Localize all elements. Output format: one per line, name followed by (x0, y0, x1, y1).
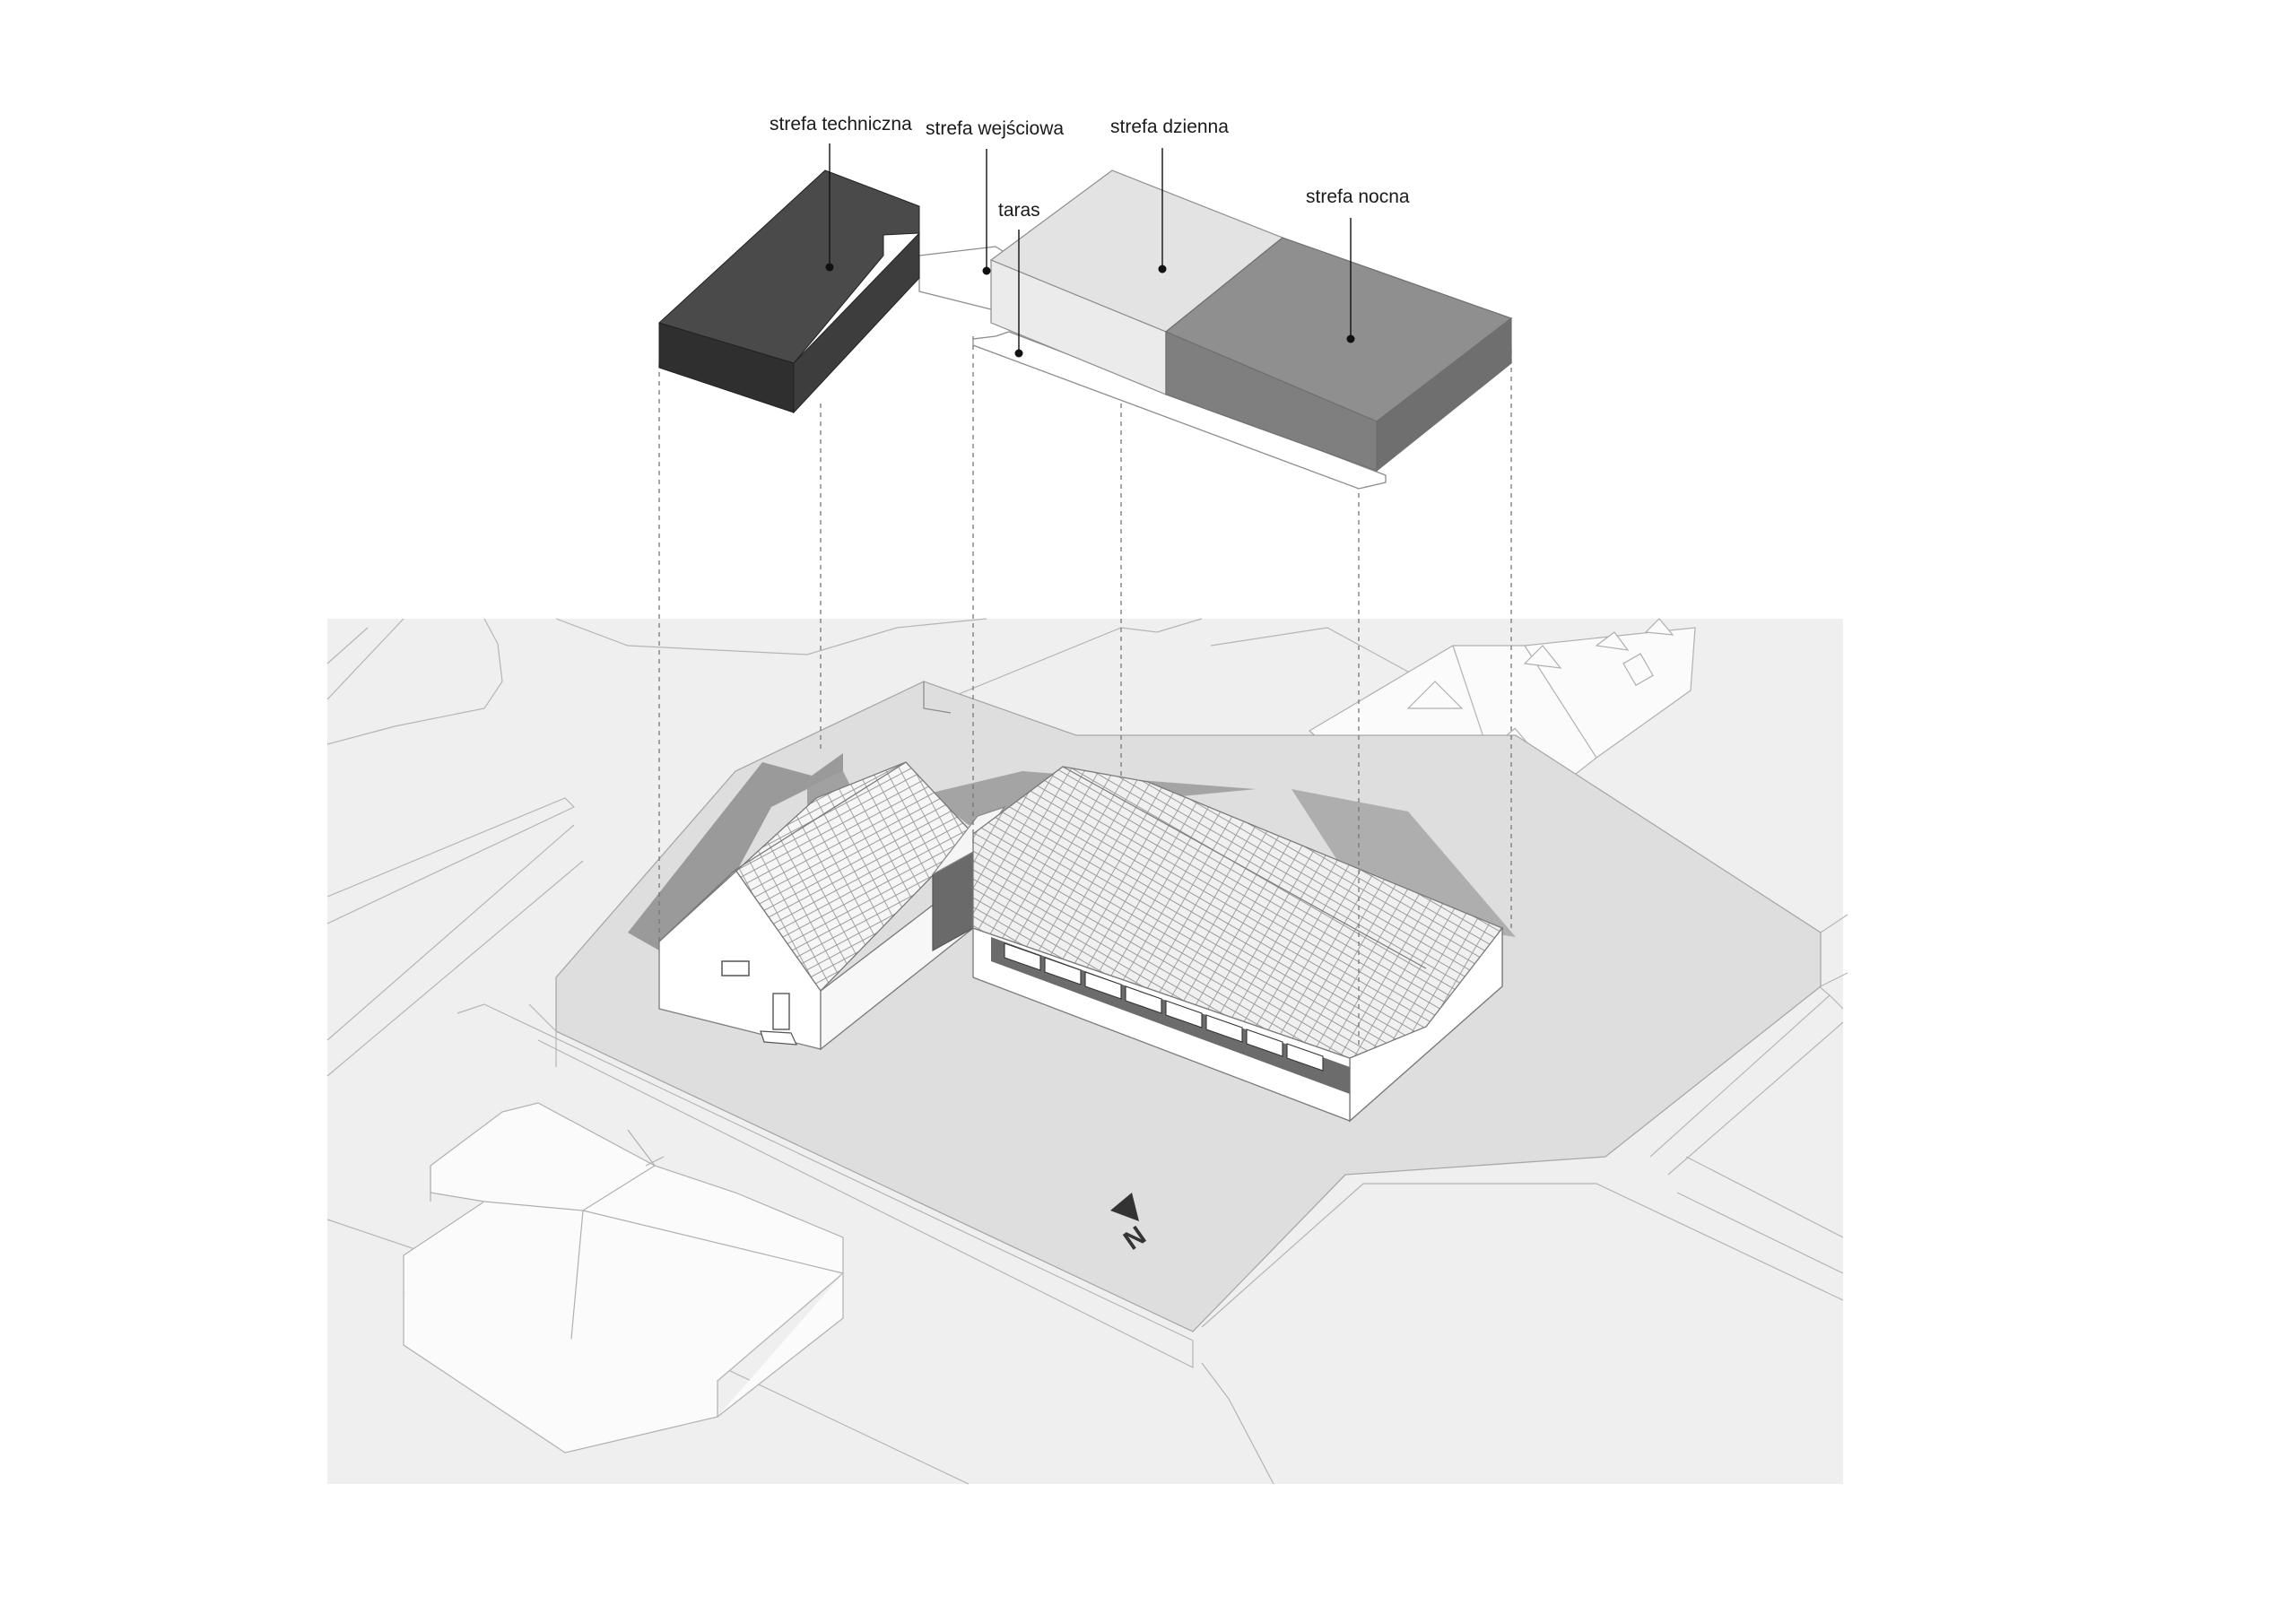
label-nocna-dot (1346, 334, 1355, 343)
label-taras-text: taras (998, 200, 1040, 221)
label-techniczna: strefa techniczna (770, 114, 912, 272)
label-wejsciowa: strefa wejściowa (926, 118, 1064, 275)
label-techniczna-dot (825, 263, 834, 272)
zone-labels: strefa techniczna strefa wejściowa taras… (770, 114, 1410, 358)
living-windows (1004, 942, 1324, 1072)
site-context (326, 618, 1848, 1485)
zone-techniczna-top (658, 169, 920, 364)
neighbour-house-south (403, 1102, 844, 1454)
label-taras-dot (1014, 349, 1023, 358)
label-dzienna-text: strefa dzienna (1110, 117, 1229, 137)
zone-nocna-side (1376, 317, 1512, 473)
technical-window (721, 960, 750, 976)
label-wejsciowa-text: strefa wejściowa (926, 118, 1064, 139)
zone-techniczna-block (658, 169, 920, 414)
label-nocna: strefa nocna (1306, 187, 1410, 343)
zone-dzienna-block (989, 169, 1284, 395)
label-dzienna: strefa dzienna (1110, 117, 1229, 273)
label-taras: taras (998, 200, 1040, 358)
label-nocna-text: strefa nocna (1306, 187, 1410, 207)
label-dzienna-dot (1158, 265, 1167, 273)
zone-blocks (658, 169, 1513, 490)
zone-techniczna-right (793, 231, 920, 414)
label-techniczna-text: strefa techniczna (770, 114, 912, 135)
north-arrow-icon (1110, 1193, 1139, 1221)
technical-door (772, 993, 790, 1030)
zone-nocna-block (1164, 237, 1513, 473)
projection-lines (658, 336, 1512, 1049)
technical-steps (760, 1030, 797, 1046)
building-living (972, 766, 1504, 1123)
label-wejsciowa-dot (982, 266, 991, 275)
